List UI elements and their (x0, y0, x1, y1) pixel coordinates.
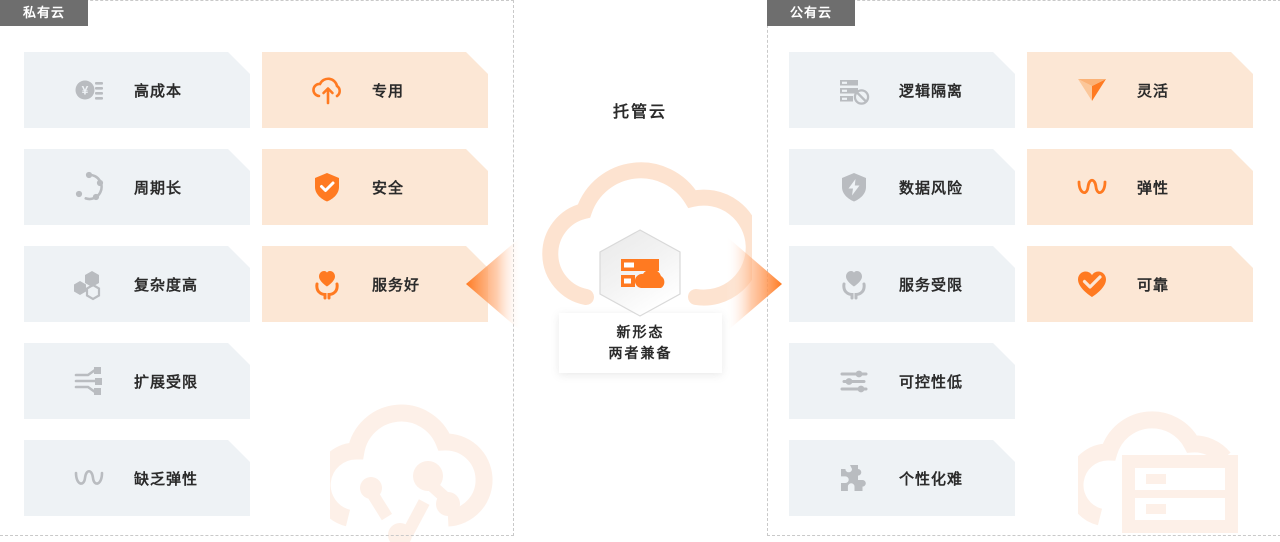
wave-elasticity-icon (72, 461, 106, 495)
card-private-pro[interactable]: 安全 (262, 149, 488, 225)
card-label: 个性化难 (899, 470, 964, 488)
tab-private-cloud[interactable]: 私有云 (0, 0, 88, 26)
card-label: 逻辑隔离 (899, 82, 964, 100)
card-private-pro[interactable]: 专用 (262, 52, 488, 128)
card-public-con[interactable]: 可控性低 (789, 343, 1015, 419)
center-badge-line1: 新形态 (616, 324, 665, 340)
sliders-icon (837, 364, 871, 398)
card-private-con[interactable]: 缺乏弹性 (24, 440, 250, 516)
card-public-con[interactable]: 数据风险 (789, 149, 1015, 225)
card-label: 可靠 (1137, 276, 1170, 294)
shield-bolt-icon (837, 170, 871, 204)
card-label: 服务好 (372, 276, 421, 294)
card-label: 周期长 (134, 179, 183, 197)
card-label: 灵活 (1137, 82, 1170, 100)
server-cloud-icon (599, 229, 681, 317)
card-label: 弹性 (1137, 179, 1170, 197)
puzzle-icon (837, 461, 871, 495)
tab-public-cloud[interactable]: 公有云 (767, 0, 855, 26)
card-label: 高成本 (134, 82, 183, 100)
hexagons-icon (72, 267, 106, 301)
card-public-pro[interactable]: 可靠 (1027, 246, 1253, 322)
paper-plane-icon (1075, 73, 1109, 107)
card-label: 专用 (372, 82, 405, 100)
heart-hands-icon (310, 267, 344, 301)
coins-yen-icon: ¥ (72, 73, 106, 107)
card-public-pro[interactable]: 弹性 (1027, 149, 1253, 225)
card-private-con[interactable]: 扩展受限 (24, 343, 250, 419)
cloud-upload-icon (310, 73, 344, 107)
card-label: 缺乏弹性 (134, 470, 199, 488)
card-label: 可控性低 (899, 373, 964, 391)
card-label: 安全 (372, 179, 405, 197)
shield-check-icon (310, 170, 344, 204)
card-private-con[interactable]: 复杂度高 (24, 246, 250, 322)
card-label: 扩展受限 (134, 373, 199, 391)
card-public-con[interactable]: 服务受限 (789, 246, 1015, 322)
card-public-pro[interactable]: 灵活 (1027, 52, 1253, 128)
card-label: 数据风险 (899, 179, 964, 197)
card-public-con[interactable]: 个性化难 (789, 440, 1015, 516)
wave-elasticity-icon (1075, 170, 1109, 204)
card-private-con[interactable]: ¥ 高成本 (24, 52, 250, 128)
card-label: 服务受限 (899, 276, 964, 294)
expand-limited-icon (72, 364, 106, 398)
card-label: 复杂度高 (134, 276, 199, 294)
card-private-pro[interactable]: 服务好 (262, 246, 488, 322)
cycle-nodes-icon (72, 170, 106, 204)
card-public-con[interactable]: 逻辑隔离 (789, 52, 1015, 128)
card-private-con[interactable]: 周期长 (24, 149, 250, 225)
server-ban-icon (837, 73, 871, 107)
svg-text:¥: ¥ (82, 84, 89, 98)
heart-check-icon (1075, 267, 1109, 301)
center-badge-line2: 两者兼备 (608, 345, 673, 361)
center-badge: 新形态 两者兼备 (559, 313, 722, 373)
center-title: 托管云 (612, 104, 667, 121)
heart-hands-icon (837, 267, 871, 301)
